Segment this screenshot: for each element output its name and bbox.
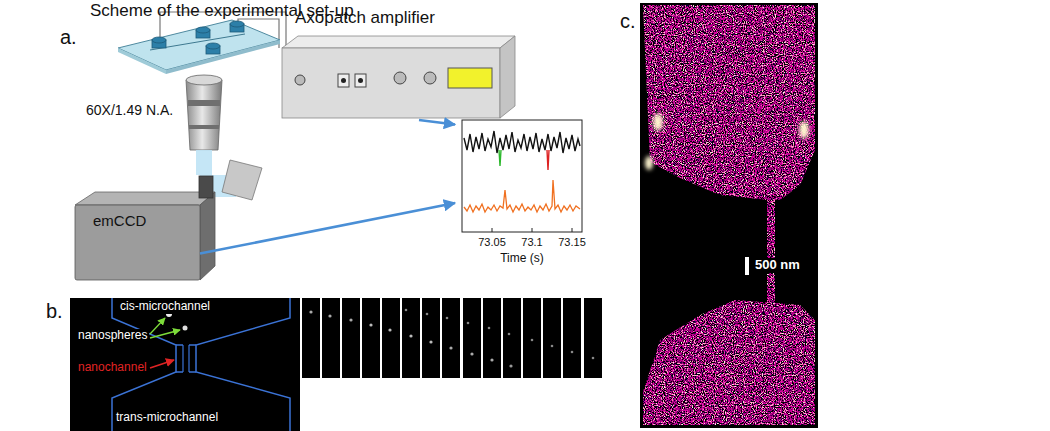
- figure-label: nanochannel: [76, 361, 149, 375]
- figure-label: b.: [46, 300, 63, 323]
- figure-label: trans-microchannel: [114, 411, 220, 425]
- frame-sequence: [302, 298, 602, 378]
- mirror: [222, 160, 262, 200]
- node-text: 73.15: [558, 236, 586, 249]
- chip-edge: [166, 40, 280, 74]
- signal-arrow: [200, 203, 455, 254]
- emccd-camera: [75, 176, 215, 280]
- node-text: 73.1: [521, 236, 542, 249]
- figure-label: cis-microchannel: [118, 300, 212, 314]
- microchannel-image: [70, 298, 300, 431]
- figure-label: c.: [620, 10, 636, 33]
- figure-label: nanospheres: [76, 329, 149, 343]
- signal-arrow: [419, 120, 455, 125]
- scale-bar: [745, 257, 749, 275]
- node-text: Axopatch amplifier: [295, 8, 435, 28]
- objective-lens: [186, 75, 222, 150]
- camera-node: emCCD: [75, 192, 200, 280]
- node-text: emCCD: [93, 212, 146, 229]
- localization-map: [640, 3, 818, 428]
- amplifier-node: Axopatch amplifier: [275, 6, 515, 120]
- trace-plot-node: 73.05 73.1 73.15Time (s): [455, 115, 595, 275]
- current-trace-plot: [462, 120, 582, 232]
- light-beam: [196, 150, 212, 175]
- figure-label: 60X/1.49 N.A.: [86, 102, 173, 118]
- node-text: 73.05: [478, 236, 506, 249]
- reservoirs: [152, 21, 244, 54]
- figure-label: a.: [60, 26, 77, 49]
- node-text: Time (s): [500, 252, 544, 266]
- amplifier-box: [282, 36, 515, 118]
- chip-edge: [118, 48, 166, 74]
- figure-label: 500 nm: [753, 258, 802, 273]
